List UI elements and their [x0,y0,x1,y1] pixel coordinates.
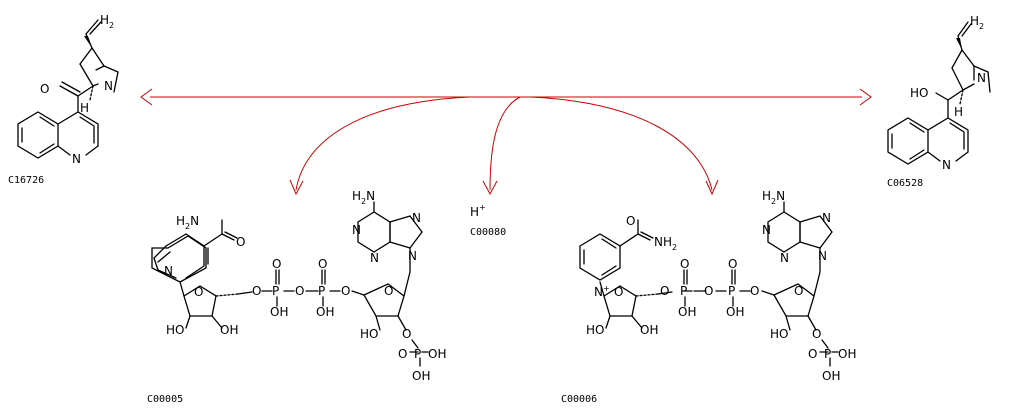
atom-ho-alcohol: HO [910,86,928,100]
atom-ho-ribose1a: HO [586,323,604,337]
atom-ho-ribose1a: HO [166,323,184,337]
compound-id-c06528: C06528 [887,178,923,189]
compound-id-c00005: C00005 [147,394,183,405]
atom-p-2: P [318,284,325,298]
atom-oh-phos-a: OH [838,347,856,361]
atom-h-stereo: H [954,105,963,119]
atom-o-phos-dbl: O [398,347,407,361]
molecule-c00005: N H2N O O HO OH O P O OH O P O OH O O HO… [147,189,446,405]
atom-oh-p2: OH [726,305,744,319]
atom-o-p1: O [680,257,689,271]
molecule-c06528: HO N H N H2 C06528 [887,14,991,189]
atom-p-1: P [680,284,687,298]
atom-o-ketone: O [40,82,49,96]
atom-n-pyridinium: N+ [594,284,610,299]
atom-oh-phos-b: OH [822,369,840,383]
atom-n9-adenine: N [818,249,827,263]
atom-o-2prime: O [812,327,821,341]
atom-o-bridge1: O [660,284,669,298]
atom-o-bridge3: O [341,284,350,298]
atom-oh-p1: OH [678,305,696,319]
side-arrow-nadph [295,96,471,191]
atom-o-bridge3: O [750,284,759,298]
side-arrow-proton [489,96,521,191]
arrowhead-left [140,88,153,106]
atom-n7-adenine: N [822,211,831,225]
atom-n-quinuclidine: N [104,79,113,93]
atom-oh-p2: OH [316,305,334,319]
atom-o-bridge2: O [295,284,304,298]
proton-label: H+ [470,203,486,219]
atom-o-p1: O [272,257,281,271]
atom-n7-adenine: N [412,211,421,225]
atom-o-p2: O [728,257,737,271]
atom-n-quinoline: N [72,152,81,166]
arrowhead-proton [482,180,498,196]
atom-oh-p1: OH [270,305,288,319]
molecule-c16726: O N H N H2 C16726 [8,13,119,186]
atom-n-quinuclidine: N [977,71,986,85]
atom-n1-adenine: N [352,223,361,237]
atom-o-p2: O [318,257,327,271]
atom-o-ring2: O [384,284,393,298]
atom-h2c-vinyl: H2 [100,13,114,30]
compound-id-c00006: C00006 [561,394,597,405]
atom-p-3: P [824,347,831,361]
atom-n3-adenine: N [780,251,789,265]
arrowhead-right [859,88,872,106]
atom-n3-adenine: N [370,251,379,265]
atom-oh-phos-b: OH [412,369,430,383]
atom-o-amide: O [236,235,245,249]
atom-o-amide: O [626,214,635,228]
atom-p-3: P [414,347,421,361]
atom-n-pyridine: N [164,264,173,278]
atom-o-bridge2: O [704,284,713,298]
atom-oh-ribose1b: OH [640,323,658,337]
side-arrow-nadp [529,96,713,191]
compound-id-c00080: C00080 [470,227,506,238]
molecule-c00006: N+ O NH2 O HO OH O P O OH O P O OH O O H… [561,189,856,405]
atom-o-phos-dbl: O [808,347,817,361]
atom-h2c-vinyl: H2 [970,14,984,31]
atom-n9-adenine: N [408,249,417,263]
atom-o-ring1: O [194,285,203,299]
atom-nh2-amide: NH2 [654,235,677,252]
atom-n-quinoline: N [942,158,951,172]
atom-oh-phos-a: OH [428,347,446,361]
atom-ho-ribose2: HO [770,327,788,341]
arrowhead-nadph [289,179,304,196]
atom-o-ring2: O [794,284,803,298]
atom-ho-ribose2: HO [360,327,378,341]
reaction-arrows [140,88,872,196]
atom-n1-adenine: N [762,223,771,237]
molecule-c00080: H+ C00080 [470,203,506,238]
atom-h-stereo: H [80,101,89,115]
atom-nh2-amide: H2N [176,214,199,231]
atom-o-bridge1: O [252,284,261,298]
arrowhead-nadp [705,179,719,196]
atom-o-ring1: O [614,285,623,299]
atom-nh2-adenine: H2N [762,189,785,206]
atom-nh2-adenine: H2N [352,189,375,206]
atom-o-2prime: O [402,327,411,341]
compound-id-c16726: C16726 [8,175,44,186]
atom-p-2: P [728,284,735,298]
atom-p-1: P [272,284,279,298]
atom-oh-ribose1b: OH [220,323,238,337]
